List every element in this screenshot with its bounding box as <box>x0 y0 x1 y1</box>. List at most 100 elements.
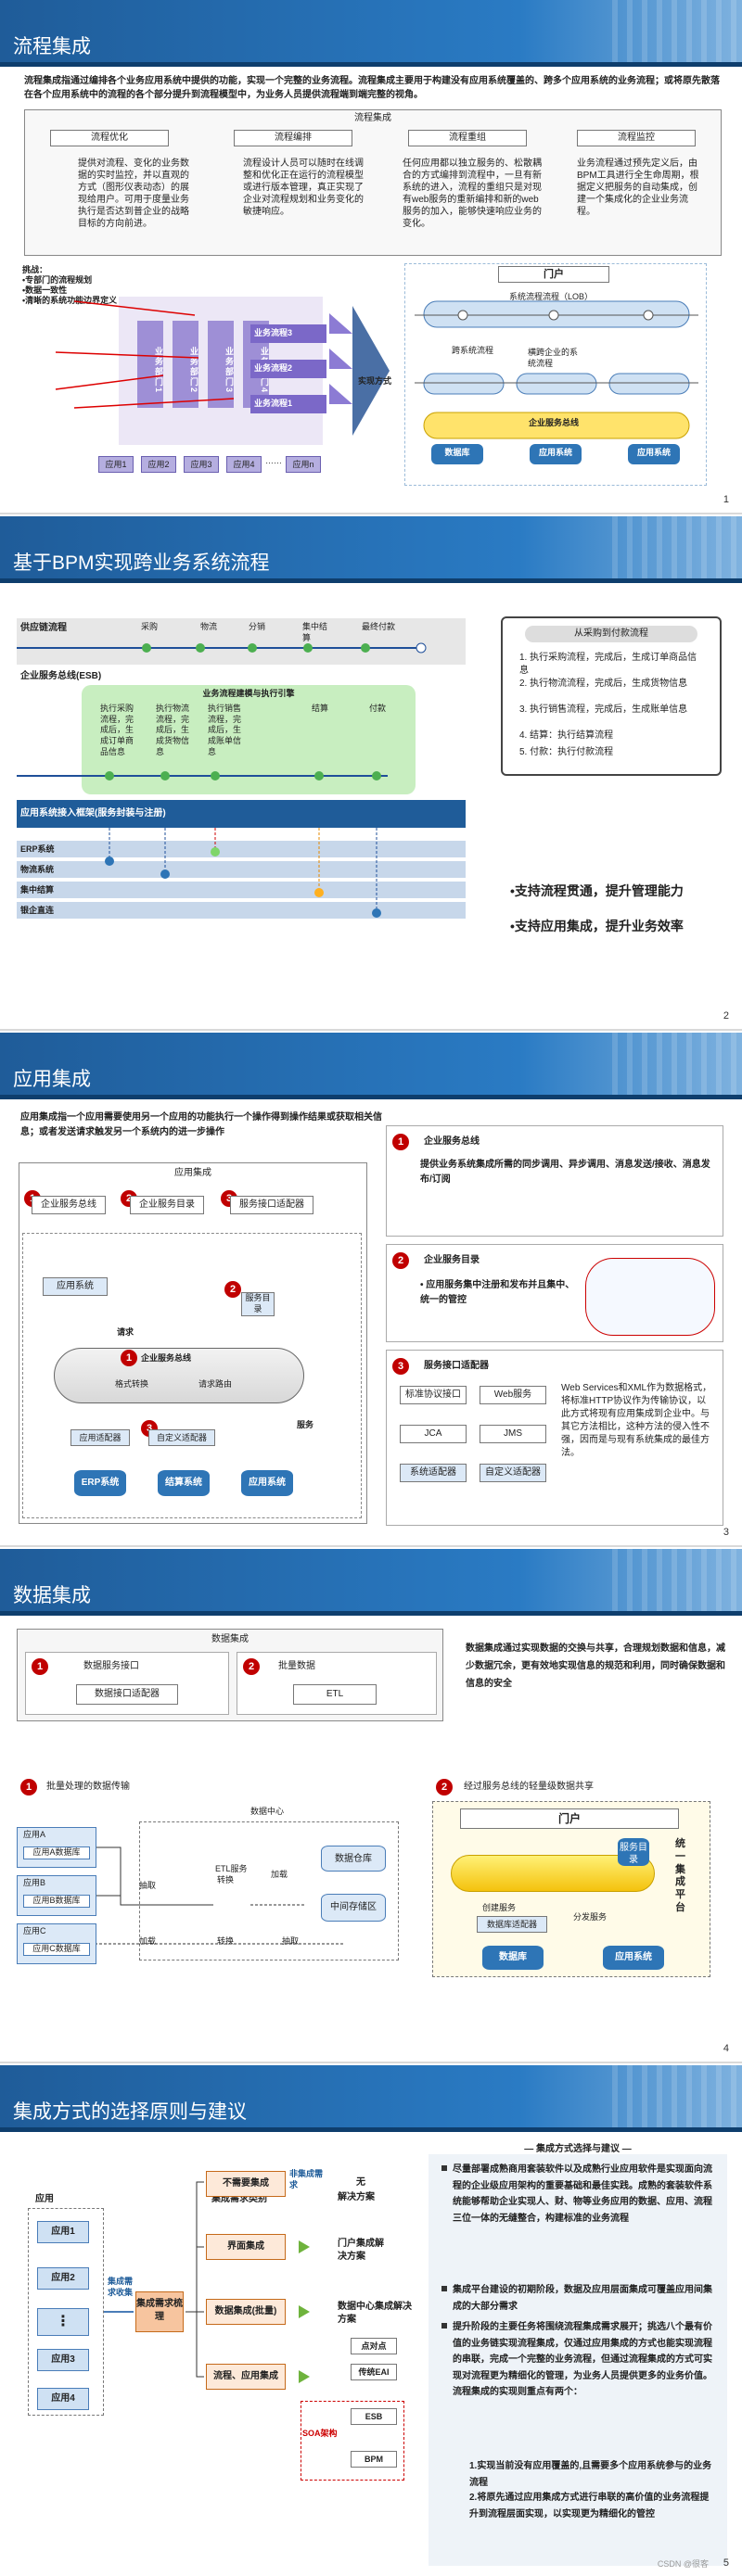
challenge-title: 挑战： <box>22 265 47 276</box>
r3-text: Web Services和XML作为数据格式，将标准HTTP协议作为传输协议，以… <box>561 1382 713 1460</box>
platform-label: 统一集成平台 <box>675 1838 692 1915</box>
dept-2: 业务部门2 <box>173 321 198 408</box>
badge-bus: 1 <box>121 1350 137 1366</box>
none-label: 无 <box>356 2176 365 2189</box>
col-label: 流程编排 <box>234 130 352 146</box>
item-2: 批量数据 <box>278 1660 315 1673</box>
header-decoration <box>612 0 742 67</box>
db-1: 数据库 <box>431 448 483 459</box>
frame-label: 应用集成 <box>19 1167 366 1180</box>
page-number: 1 <box>723 494 729 505</box>
service-dir: 服务目录 <box>241 1292 275 1316</box>
slide-intro: 流程集成指通过编排各个业务应用系统中提供的功能，实现一个完整的业务流程。流程集成… <box>24 74 720 102</box>
col-text: 流程设计人员可以随时在线调整和优化正在运行的流程模型或进行版本管理，真正实现了企… <box>243 158 365 218</box>
challenge-3: •清晰的系统功能边界定义 <box>22 296 117 307</box>
erp-system: ERP系统 <box>74 1470 126 1496</box>
dist-label: 分发服务 <box>573 1912 607 1923</box>
col-text: 业务流程通过预先定义后，由BPM工具进行全生命周期，根据定义把服务的自动集成，创… <box>577 158 703 218</box>
db-bottom: 数据库 <box>482 1946 544 1970</box>
left-title: 批量处理的数据传输 <box>46 1781 130 1794</box>
pt-p2p: 点对点 <box>351 2338 397 2354</box>
custom-adapter: 自定义适配器 <box>148 1429 215 1446</box>
bpm-diagram: 供应链流程 采购 物流 分销 集中结算 最终付款 企业服务总线(ESB) 业务流… <box>17 618 466 1008</box>
app-adapter: 应用适配器 <box>70 1429 130 1446</box>
app-2: 应用2 <box>37 2267 89 2290</box>
appC-box: 应用C 应用C数据库 <box>17 1923 96 1964</box>
step-5: 5. 付款：执行付款流程 <box>519 746 705 759</box>
dot-1 <box>441 2165 447 2171</box>
slide-header: 流程集成 <box>0 0 742 67</box>
etl-box: ETL <box>293 1684 377 1705</box>
route-label: 请求路由 <box>198 1379 232 1390</box>
item-1: 数据服务接口 <box>83 1660 139 1673</box>
r2-title: 企业服务目录 <box>424 1254 480 1267</box>
system-3: 集中结算 <box>20 885 54 896</box>
right-title: 经过服务总线的轻量级数据共享 <box>464 1781 594 1794</box>
slide-header: 基于BPM实现跨业务系统流程 <box>0 516 742 583</box>
data-frame: 数据集成 1 数据服务接口 数据接口适配器 2 批量数据 ETL <box>17 1629 443 1721</box>
non-need: 非集成需求 <box>289 2169 326 2190</box>
col-3: 流程重组 任何应用都以独立服务的、松散耦合的方式编排到流程中，一旦有新系统的进入… <box>380 126 545 247</box>
app-bottom: 应用系统 <box>603 1946 664 1970</box>
warehouse: 数据仓库 <box>321 1846 386 1872</box>
slide-header: 数据集成 <box>0 1549 742 1616</box>
request-label: 请求 <box>117 1327 134 1339</box>
dept-1: 业务部门1 <box>137 321 163 408</box>
page-number: 4 <box>723 2043 729 2054</box>
bullet-3: 提升阶段的主要任务将围绕流程集成需求展开；挑选八个最有价值的业务链实现流程集成，… <box>453 2319 716 2401</box>
header-bar <box>0 1095 742 1099</box>
right-card-2: 2 企业服务目录 • 应用服务集中注册和发布并且集中、统一的管控 <box>386 1244 723 1342</box>
cat-3: 数据集成(批量) <box>206 2299 286 2325</box>
portal-label: 门户 <box>460 1808 679 1829</box>
slide-title: 集成方式的选择原则与建议 <box>13 2097 247 2125</box>
dot-3 <box>441 2323 447 2329</box>
db-2: 应用系统 <box>530 448 582 459</box>
collect-label: 集成需求收集 <box>108 2277 135 2298</box>
right-card-1: 1 企业服务总线 提供业务系统集成所需的同步调用、异步调用、消息发送/接收、消息… <box>386 1125 723 1237</box>
badge-left: 1 <box>20 1779 37 1796</box>
col-2: 流程编排 流程设计人员可以随时在线调整和优化正在运行的流程模型或进行版本管理，真… <box>206 126 371 247</box>
col-text: 任何应用都以独立服务的、松散耦合的方式编排到流程中，一旦有新系统的进入，流程的重… <box>403 158 542 230</box>
system-4: 银企直连 <box>20 906 54 917</box>
slide-data-integration: 数据集成 数据集成 1 数据服务接口 数据接口适配器 2 批量数据 ETL 数据… <box>0 1549 742 2063</box>
panel-title: 从采购到付款流程 <box>525 626 697 642</box>
access-label: 应用系统接入框架(服务封装与注册) <box>20 807 166 820</box>
col-label: 流程监控 <box>577 130 696 146</box>
etl-service-label: ETL服务 <box>215 1864 248 1875</box>
settle-system: 结算系统 <box>158 1470 210 1496</box>
implement-label: 实现方式 <box>358 376 391 387</box>
r1-title: 企业服务总线 <box>424 1136 480 1148</box>
item-box-2: 2 批量数据 ETL <box>237 1652 437 1715</box>
col-label: 流程优化 <box>50 130 169 146</box>
bullet-2: 集成平台建设的初期阶段，数据及应用层面集成可覆盖应用间集成的大部分需求 <box>453 2282 716 2315</box>
r3-grid-3: JCA <box>400 1425 467 1443</box>
header-decoration <box>612 1033 742 1099</box>
app-2: 应用2 <box>141 456 176 473</box>
right-card-3: 3 服务接口适配器 标准协议接口 Web服务 JCA JMS 系统适配器 自定义… <box>386 1350 723 1526</box>
badge-dir: 2 <box>224 1281 241 1298</box>
app-4: 应用4 <box>226 456 262 473</box>
col-4: 流程监控 业务流程通过预先定义后，由BPM工具进行全生命周期，根据定义把服务的自… <box>555 126 720 247</box>
esb-label: 企业服务总线 <box>498 418 609 429</box>
app-ellipsis: …… <box>263 456 284 467</box>
r3-title: 服务接口适配器 <box>424 1360 489 1373</box>
slide-title: 数据集成 <box>13 1580 91 1608</box>
item-3: 服务接口适配器 <box>230 1196 313 1214</box>
sol-2: 数据中心集成解决方案 <box>338 2301 412 2326</box>
slide-title: 流程集成 <box>13 32 91 59</box>
dbB-label: 应用B数据库 <box>23 1895 90 1908</box>
item-2: 企业服务目录 <box>130 1196 204 1214</box>
benefit-1: •支持流程贯通，提升管理能力 <box>510 882 684 900</box>
badge-right: 2 <box>436 1779 453 1796</box>
arrow-2 <box>299 2240 310 2253</box>
db-adapter: 数据库适配器 <box>477 1916 547 1933</box>
benefit-2: •支持应用集成，提升业务效率 <box>510 917 684 935</box>
create-label: 创建服务 <box>482 1903 516 1914</box>
sub-2: 2.将原先通过应用集成方式进行串联的高价值的业务流程提升到流程层面实现，以实现更… <box>469 2490 716 2522</box>
app-system: 应用系统 <box>241 1470 293 1496</box>
dbC-label: 应用C数据库 <box>23 1943 90 1956</box>
r2-diagram <box>585 1258 715 1336</box>
badge-r3: 3 <box>392 1358 409 1375</box>
step-1: 1. 执行采购流程，完成后，生成订单商品信息 <box>519 652 705 677</box>
dept-3: 业务部门3 <box>208 321 234 408</box>
